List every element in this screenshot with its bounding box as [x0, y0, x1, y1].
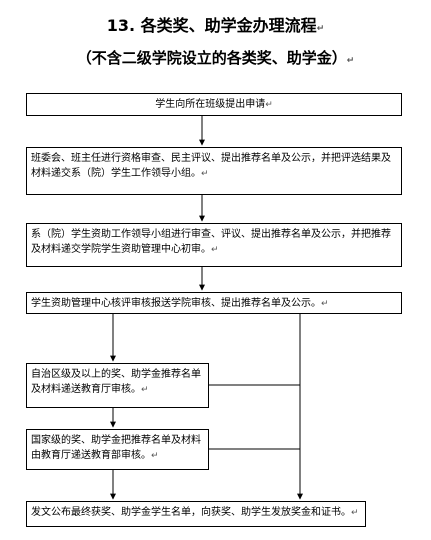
flow-step-class-review: 班委会、班主任进行资格审查、民主评议、提出推荐名单及公示，并把评选结果及材料递交… [26, 147, 402, 195]
flow-step-regional-review: 自治区级及以上的奖、助学金推荐名单及材料递送教育厅审核。↵ [26, 363, 209, 408]
step-text: 学生向所在班级提出申请 [155, 99, 266, 110]
title-text: 13. 各类奖、助学金办理流程 [106, 16, 317, 35]
paragraph-mark: ↵ [201, 169, 209, 179]
flow-step-apply: 学生向所在班级提出申请↵ [26, 93, 402, 116]
paragraph-mark: ↵ [346, 56, 355, 66]
paragraph-mark: ↵ [265, 100, 273, 110]
step-text: 发文公布最终获奖、助学金学生名单，向获奖、助学生发放奖金和证书。 [31, 507, 351, 518]
step-text: 国家级的奖、助学金把推荐名单及材料由教育厅递送教育部审核。 [31, 435, 201, 461]
step-text: 学生资助管理中心核评审核报送学院审核、提出推荐名单及公示。 [31, 298, 321, 309]
paragraph-mark: ↵ [321, 299, 329, 309]
paragraph-mark: ↵ [351, 508, 359, 518]
step-text: 自治区级及以上的奖、助学金推荐名单及材料递送教育厅审核。 [31, 369, 201, 395]
page-subtitle: （不含二级学院设立的各类奖、助学金）↵ [0, 47, 431, 68]
flow-step-center-review: 学生资助管理中心核评审核报送学院审核、提出推荐名单及公示。↵ [26, 292, 402, 314]
paragraph-mark: ↵ [211, 245, 219, 255]
paragraph-mark: ↵ [316, 24, 325, 34]
subtitle-text: （不含二级学院设立的各类奖、助学金） [76, 49, 347, 67]
flow-step-national-review: 国家级的奖、助学金把推荐名单及材料由教育厅递送教育部审核。↵ [26, 429, 209, 470]
page-title: 13. 各类奖、助学金办理流程↵ [0, 12, 431, 36]
step-text: 系（院）学生资助工作领导小组进行审查、评议、提出推荐名单及公示，并把推荐及材料递… [31, 229, 391, 255]
flow-step-publish: 发文公布最终获奖、助学金学生名单，向获奖、助学生发放奖金和证书。↵ [26, 501, 366, 527]
paragraph-mark: ↵ [141, 385, 149, 395]
paragraph-mark: ↵ [151, 451, 159, 461]
flow-step-department-review: 系（院）学生资助工作领导小组进行审查、评议、提出推荐名单及公示，并把推荐及材料递… [26, 223, 402, 267]
step-text: 班委会、班主任进行资格审查、民主评议、提出推荐名单及公示，并把评选结果及材料递交… [31, 153, 391, 179]
